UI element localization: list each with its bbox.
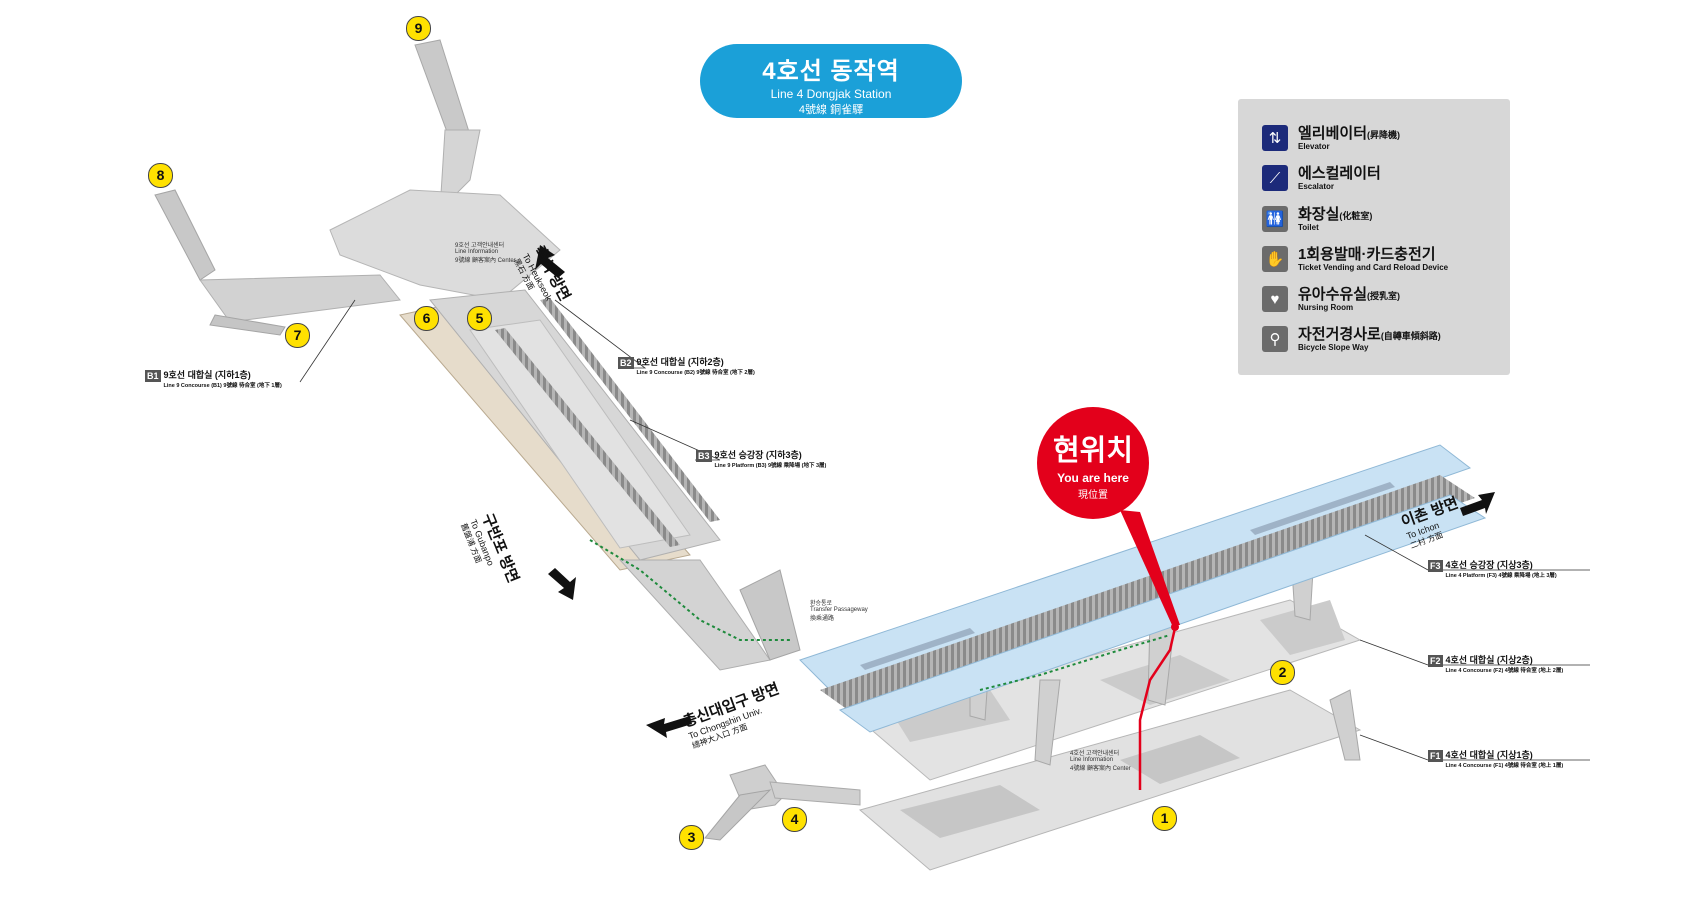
bicycle-icon: ⚲ [1262, 326, 1288, 352]
exit-badge-8[interactable]: 8 [148, 163, 173, 188]
legend-label-hanja: (昇降機) [1367, 129, 1401, 140]
level-label-f3: F3 4호선 승강장 (지상3층) Line 4 Platform (F3) 4號… [1428, 558, 1557, 579]
info-center-line4: 4호선 고객안내센터 Line Information 4號線 顧客案內 Cen… [1070, 748, 1131, 772]
level-ko: 4호선 승강장 (지상3층) [1445, 560, 1533, 570]
legend-label-en: Toilet [1298, 222, 1319, 232]
level-label-b1: B1 9호선 대합실 (지하1층) Line 9 Concourse (B1) 9… [145, 368, 282, 389]
exit-badge-6[interactable]: 6 [414, 306, 439, 331]
line4-structure [799, 444, 1487, 871]
you-are-here-hanja: 現位置 [1078, 490, 1108, 501]
level-label-f2: F2 4호선 대합실 (지상2층) Line 4 Concourse (F2) 4… [1428, 653, 1563, 674]
level-label-b2: B2 9호선 대합실 (지하2층) Line 9 Concourse (B2) 9… [618, 355, 755, 376]
info-center-en: Line Information [1070, 757, 1114, 763]
level-en: Line 4 Concourse (F2) 4號線 待合室 (地上 2層) [1445, 668, 1564, 674]
direction-arrows [535, 245, 1495, 738]
escalator-icon: ⟋ [1262, 165, 1288, 191]
legend-label-en: Ticket Vending and Card Reload Device [1298, 262, 1449, 272]
elevator-icon: ⇅ [1262, 125, 1288, 151]
level-en: Line 9 Platform (B3) 9號線 乘降場 (地下 3層) [714, 463, 827, 469]
transfer-ko: 환승통로 [810, 601, 833, 607]
station-title-pill: 4호선 동작역 Line 4 Dongjak Station 4號線 銅雀驛 [700, 44, 962, 118]
station-title-hanja: 4號線 銅雀驛 [798, 104, 864, 116]
legend-label-hanja: (化粧室) [1339, 210, 1373, 221]
level-ko: 4호선 대합실 (지상1층) [1445, 750, 1533, 760]
exit-badge-3[interactable]: 3 [679, 825, 704, 850]
station-title-en: Line 4 Dongjak Station [770, 87, 892, 101]
transfer-en: Transfer Passageway [810, 607, 868, 613]
info-center-hanja: 9號線 顧客案內 Center [455, 258, 516, 264]
level-en: Line 4 Platform (F3) 4號線 乘降場 (地上 3層) [1445, 573, 1557, 579]
legend-item-nursing-room: ♥ 유아수유실(授乳室) Nursing Room [1262, 283, 1400, 315]
legend-item-toilet: 🚻 화장실(化粧室) Toilet [1262, 203, 1372, 235]
legend-item-elevator: ⇅ 엘리베이터(昇降機) Elevator [1262, 122, 1400, 154]
level-badge: B2 [618, 357, 634, 369]
legend-label-ko: 엘리베이터 [1298, 124, 1368, 142]
level-ko: 9호선 대합실 (지하1층) [163, 370, 251, 380]
info-center-ko: 4호선 고객안내센터 [1070, 751, 1120, 757]
you-are-here-en: You are here [1057, 471, 1129, 485]
legend-label-en: Escalator [1298, 181, 1335, 191]
level-ko: 9호선 승강장 (지하3층) [714, 450, 802, 460]
ticket-vending-icon: ✋ [1262, 246, 1288, 272]
legend-item-bicycle: ⚲ 자전거경사로(自轉車傾斜路) Bicycle Slope Way [1262, 323, 1441, 355]
transfer-hanja: 換乘通路 [810, 616, 835, 622]
info-center-hanja: 4號線 顧客案內 Center [1070, 766, 1131, 772]
legend-label-ko: 1회용발매·카드충전기 [1298, 245, 1436, 263]
line9-structure [154, 39, 801, 671]
legend-label-hanja: (自轉車傾斜路) [1380, 330, 1441, 341]
legend-label-en: Bicycle Slope Way [1298, 342, 1369, 352]
legend-label-ko: 유아수유실 [1298, 285, 1368, 303]
station-title-ko: 4호선 동작역 [762, 58, 900, 85]
info-center-ko: 9호선 고객안내센터 [455, 243, 505, 249]
exit-corridors-3-4 [704, 764, 861, 841]
level-ko: 9호선 대합실 (지하2층) [636, 357, 724, 367]
exit-badge-4[interactable]: 4 [782, 807, 807, 832]
toilet-icon: 🚻 [1262, 206, 1288, 232]
nursing-room-icon: ♥ [1262, 286, 1288, 312]
level-badge: B1 [145, 370, 161, 382]
legend-label-hanja: (授乳室) [1367, 290, 1401, 301]
legend-label-ko: 자전거경사로 [1298, 325, 1381, 343]
level-en: Line 9 Concourse (B1) 9號線 待合室 (地下 1層) [163, 383, 282, 389]
info-center-en: Line Information [455, 249, 499, 255]
level-badge: F3 [1428, 560, 1443, 572]
level-badge: F1 [1428, 750, 1443, 762]
exit-badge-1[interactable]: 1 [1152, 806, 1177, 831]
legend-label-ko: 화장실 [1298, 205, 1340, 223]
you-are-here-marker: 현위치 You are here 現位置 [1037, 407, 1149, 519]
transfer-passage-label: 환승통로 Transfer Passageway 換乘通路 [810, 598, 868, 622]
level-ko: 4호선 대합실 (지상2층) [1445, 655, 1533, 665]
info-center-line9: 9호선 고객안내센터 Line Information 9號線 顧客案內 Cen… [455, 240, 516, 264]
exit-badge-7[interactable]: 7 [285, 323, 310, 348]
level-label-b3: B3 9호선 승강장 (지하3층) Line 9 Platform (B3) 9號… [696, 448, 826, 469]
level-badge: F2 [1428, 655, 1443, 667]
exit-badge-2[interactable]: 2 [1270, 660, 1295, 685]
legend-label-ko: 에스컬레이터 [1298, 164, 1381, 182]
legend-label-en: Elevator [1298, 141, 1330, 151]
exit-badge-9[interactable]: 9 [406, 16, 431, 41]
legend-label-en: Nursing Room [1298, 302, 1354, 312]
level-en: Line 9 Concourse (B2) 9號線 待合室 (地下 2層) [636, 370, 755, 376]
you-are-here-ko: 현위치 [1052, 435, 1134, 467]
level-en: Line 4 Concourse (F1) 4號線 待合室 (地上 1層) [1445, 763, 1564, 769]
level-label-f1: F1 4호선 대합실 (지상1층) Line 4 Concourse (F1) 4… [1428, 748, 1563, 769]
exit-badge-5[interactable]: 5 [467, 306, 492, 331]
level-badge: B3 [696, 450, 712, 462]
